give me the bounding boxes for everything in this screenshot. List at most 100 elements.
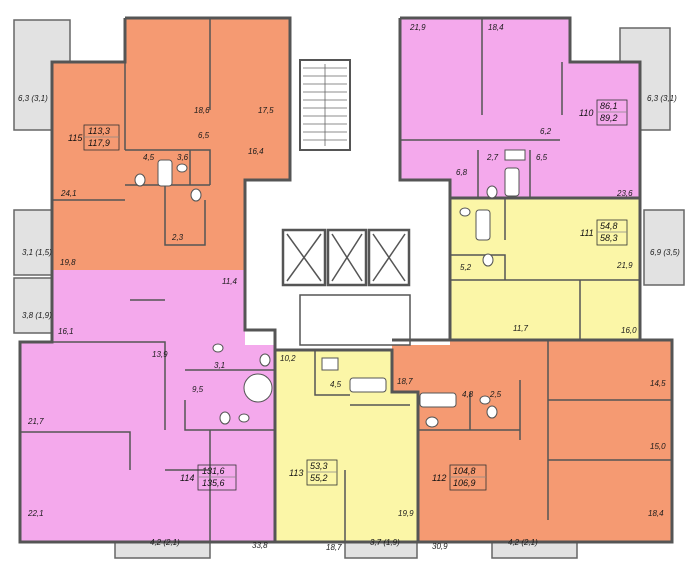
apt-number: 110 xyxy=(579,108,593,118)
room-area: 2,7 xyxy=(486,153,499,162)
room-area: 4,8 xyxy=(462,390,474,399)
room-area: 4,5 xyxy=(330,380,342,389)
apt-114-area xyxy=(20,270,275,542)
room-area: 18,7 xyxy=(397,377,413,386)
room-area: 19,8 xyxy=(60,258,76,267)
room-area: 13,9 xyxy=(152,350,168,359)
apt-area-alt: 117,9 xyxy=(88,138,110,148)
apt-114-label: 114 131,6 135,6 xyxy=(180,464,237,491)
room-area: 18,4 xyxy=(648,509,664,518)
balcony-area: 3,1 (1,5) xyxy=(22,248,52,257)
room-area: 16,0 xyxy=(621,326,637,335)
core xyxy=(245,18,450,346)
sink-icon xyxy=(321,357,339,371)
toilet-icon xyxy=(134,173,146,187)
apt-area-total: 86,1 xyxy=(600,101,618,111)
room-area: 6,5 xyxy=(536,153,548,162)
balcony-area: 6,3 (3,1) xyxy=(18,94,48,103)
apt-number: 113 xyxy=(289,468,303,478)
room-area: 14,5 xyxy=(650,379,666,388)
room-area: 10,2 xyxy=(280,354,296,363)
apt-115-area xyxy=(52,18,290,270)
apt-number: 112 xyxy=(432,473,446,483)
balcony-labels: 6,3 (3,1) 6,3 (3,1) 3,1 (1,5) 6,9 (3,5) … xyxy=(18,94,680,547)
apt-112-area xyxy=(392,340,672,542)
bathtub-icon xyxy=(157,159,173,187)
apt-number: 115 xyxy=(68,133,83,143)
toilet-icon xyxy=(486,185,498,199)
sink-icon xyxy=(504,149,526,161)
fixtures xyxy=(134,149,526,428)
apt-115-label: 115 113,3 117,9 xyxy=(68,124,120,151)
toilet-icon xyxy=(482,253,494,267)
apt-111-area xyxy=(450,198,640,340)
room-area: 3,1 xyxy=(214,361,225,370)
room-area: 2,5 xyxy=(489,390,502,399)
balcony-area: 6,9 (3,5) xyxy=(650,248,680,257)
toilet-icon xyxy=(486,405,498,419)
room-area: 6,2 xyxy=(540,127,552,136)
room-area: 16,1 xyxy=(58,327,74,336)
room-area: 18,7 xyxy=(326,543,342,552)
bathtub-icon xyxy=(504,167,520,197)
apt-111-label: 111 54,8 58,3 xyxy=(580,219,628,246)
toilet-icon xyxy=(219,411,231,425)
room-area: 24,1 xyxy=(60,189,77,198)
room-labels: 18,6 17,5 6,5 16,4 4,5 3,6 24,1 2,3 19,8… xyxy=(27,23,666,552)
room-area: 15,0 xyxy=(650,442,666,451)
room-area: 22,1 xyxy=(27,509,44,518)
room-area: 18,6 xyxy=(194,106,210,115)
room-area: 9,5 xyxy=(192,385,204,394)
room-area: 21,7 xyxy=(27,417,44,426)
room-area: 11,4 xyxy=(222,277,238,286)
toilet-icon xyxy=(190,188,202,202)
sink-icon xyxy=(212,343,224,353)
room-area: 3,6 xyxy=(177,153,189,162)
apt-area-total: 104,8 xyxy=(453,466,476,476)
balcony-l1 xyxy=(13,209,55,276)
room-area: 18,4 xyxy=(488,23,504,32)
apt-area-total: 54,8 xyxy=(600,221,618,231)
apt-110-label: 110 86,1 89,2 xyxy=(579,99,628,126)
balcony-area: 4,2 (2,1) xyxy=(150,538,180,547)
room-area: 30,9 xyxy=(432,542,448,551)
room-area: 21,9 xyxy=(616,261,633,270)
room-area: 33,8 xyxy=(252,541,268,550)
apt-113-label: 113 53,3 55,2 xyxy=(289,459,338,486)
balcony-area: 4,2 (2,1) xyxy=(508,538,538,547)
apt-area-total: 113,3 xyxy=(88,126,110,136)
sink-icon xyxy=(238,413,250,423)
room-area: 17,5 xyxy=(258,106,274,115)
room-area: 19,9 xyxy=(398,509,414,518)
balcony-area: 6,3 (3,1) xyxy=(647,94,677,103)
toilet-icon xyxy=(259,353,271,367)
apt-number: 114 xyxy=(180,473,194,483)
room-area: 2,3 xyxy=(171,233,184,242)
stair-treads xyxy=(303,64,347,146)
apt-112-label: 112 104,8 106,9 xyxy=(432,464,487,491)
bathtub-icon xyxy=(419,392,457,408)
room-area: 23,6 xyxy=(616,189,633,198)
apt-area-total: 131,6 xyxy=(202,466,225,476)
room-area: 4,5 xyxy=(143,153,155,162)
sink-icon xyxy=(479,395,491,405)
sink-icon xyxy=(459,207,471,217)
apt-113-area xyxy=(275,350,418,542)
room-area: 11,7 xyxy=(513,324,529,333)
room-area: 6,5 xyxy=(198,131,210,140)
balcony-area: 3,8 (1,9) xyxy=(22,311,52,320)
sink-icon xyxy=(176,163,188,173)
toilet-icon xyxy=(425,416,439,428)
balcony-area: 3,7 (1,9) xyxy=(370,538,400,547)
apt-area-total: 53,3 xyxy=(310,461,328,471)
room-area: 6,8 xyxy=(456,168,468,177)
room-area: 16,4 xyxy=(248,147,264,156)
corner-bath-icon xyxy=(243,373,273,403)
apt-area-alt: 135,6 xyxy=(202,478,225,488)
balcony-r1 xyxy=(643,209,685,286)
apt-area-alt: 106,9 xyxy=(453,478,476,488)
bathtub-icon xyxy=(349,377,387,393)
apt-area-alt: 55,2 xyxy=(310,473,328,483)
walls xyxy=(18,16,674,544)
